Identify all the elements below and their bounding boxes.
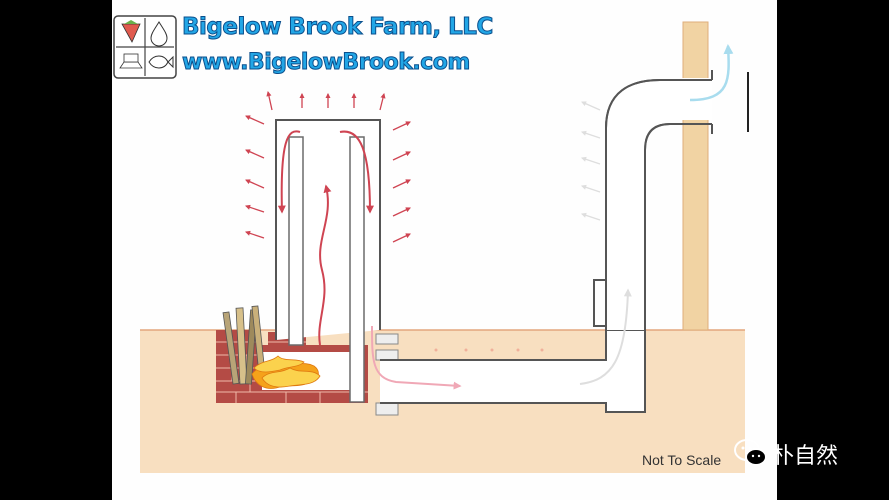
watermark-text: 朴自然 xyxy=(772,444,839,469)
exhaust-heat-arrows xyxy=(581,101,601,221)
exhaust-out-arrow xyxy=(689,44,734,102)
not-to-scale-note: Not To Scale xyxy=(642,452,722,468)
barrel-seal-mid xyxy=(375,349,399,361)
heat-riser-barrel xyxy=(275,119,381,403)
farm-logo xyxy=(113,15,177,79)
duct-flow-arrows xyxy=(371,288,632,390)
hot-gas-flow xyxy=(277,130,374,346)
farm-name-title: Bigelow Brook Farm, LLC xyxy=(182,14,494,41)
barrel-seal-top xyxy=(375,333,399,345)
hat-icon xyxy=(119,53,143,69)
left-letterbox xyxy=(0,0,112,500)
right-letterbox xyxy=(777,0,889,500)
riser-right-wall xyxy=(349,136,365,403)
horizontal-duct xyxy=(380,329,646,413)
strawberry-icon xyxy=(121,20,141,43)
fire-flames xyxy=(251,355,321,389)
wechat-icon xyxy=(734,439,767,466)
wall-post xyxy=(682,21,709,331)
farm-website-url[interactable]: www.BigelowBrook.com xyxy=(182,50,471,76)
riser-left-wall xyxy=(288,136,304,346)
fish-icon xyxy=(148,55,174,69)
water-drop-icon xyxy=(150,21,168,47)
barrel-seal-bottom xyxy=(375,402,399,416)
cleanout-port xyxy=(593,279,607,327)
heat-radiation-arrows xyxy=(245,90,411,243)
